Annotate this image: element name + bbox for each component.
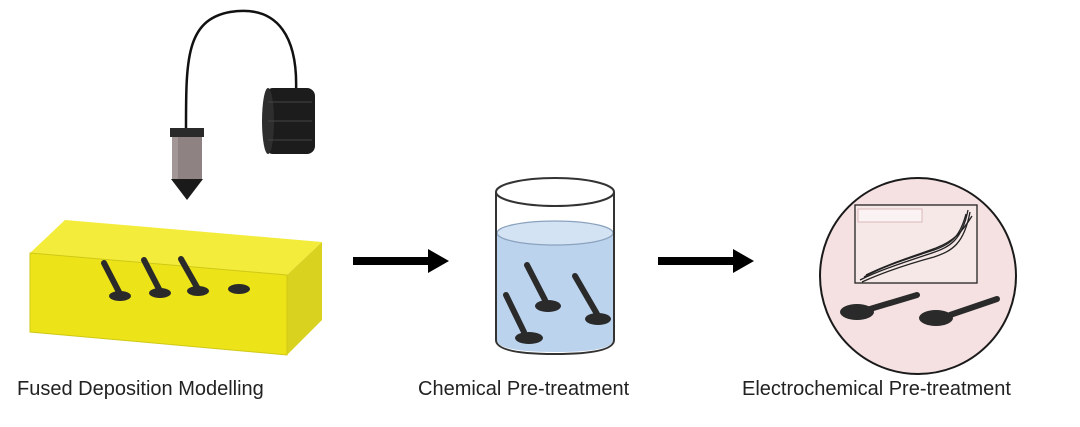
electrochemical-cell-icon: [819, 177, 1017, 375]
immersed-electrode-icon: [524, 262, 561, 312]
step-label-electrochemical-pre-treatment: Electrochemical Pre-treatment: [742, 378, 1011, 400]
immersed-electrode-icon: [503, 292, 543, 344]
printed-electrode-icon: [101, 260, 131, 301]
printed-electrode-disc-icon: [228, 284, 250, 294]
voltammogram-icon: [854, 204, 978, 284]
filament-spool-icon: [262, 88, 315, 154]
filament-wire: [184, 9, 298, 129]
immersed-electrode-icon: [572, 273, 611, 325]
step-label-fused-deposition-modelling: Fused Deposition Modelling: [17, 378, 264, 400]
beaker-icon: [495, 177, 615, 356]
printed-electrode-icon: [178, 256, 209, 296]
print-bed: [29, 220, 322, 356]
fdm-step: [29, 9, 322, 356]
treated-electrode-icon: [840, 292, 920, 320]
print-nozzle-icon: [170, 128, 204, 200]
treated-electrode-icon: [919, 296, 1000, 326]
step-label-chemical-pre-treatment: Chemical Pre-treatment: [418, 378, 630, 400]
printed-electrode-icon: [141, 257, 171, 298]
process-arrow: [658, 249, 754, 273]
process-arrow: [353, 249, 449, 273]
